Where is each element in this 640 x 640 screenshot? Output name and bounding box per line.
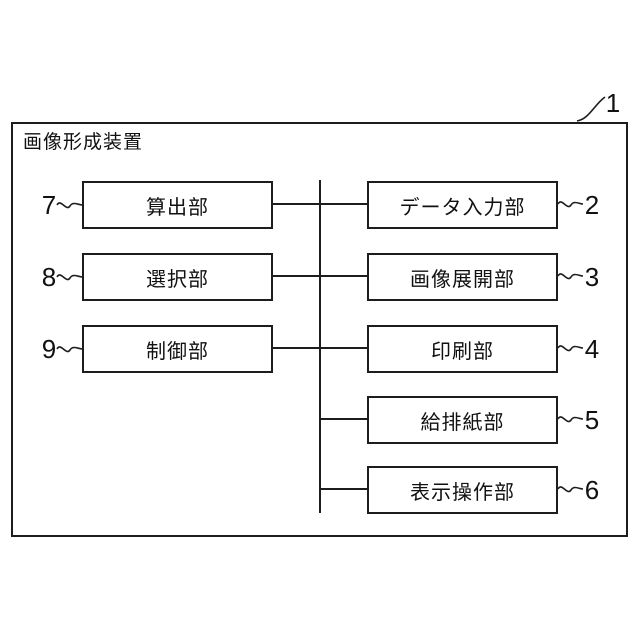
ref-numeral-3: 3 — [584, 262, 600, 292]
ref-numeral-9: 9 — [41, 334, 57, 364]
leader-ref9 — [56, 346, 84, 353]
block-image-rendering-unit: 画像展開部 — [367, 253, 558, 301]
block-control-unit: 制御部 — [82, 325, 273, 373]
ref-numeral-5: 5 — [584, 405, 600, 435]
ref-numeral-8: 8 — [41, 262, 57, 292]
leader-ref4 — [557, 345, 584, 352]
leader-ref1 — [576, 96, 606, 122]
block-label: 選択部 — [146, 268, 209, 291]
block-calculation-unit: 算出部 — [82, 181, 273, 229]
block-data-input-unit: データ入力部 — [367, 181, 558, 229]
block-printing-unit: 印刷部 — [367, 325, 558, 373]
leader-ref2 — [557, 201, 584, 208]
block-selection-unit: 選択部 — [82, 253, 273, 301]
block-display-operation-unit: 表示操作部 — [367, 466, 558, 514]
leader-ref3 — [557, 273, 584, 280]
ref-numeral-2: 2 — [584, 190, 600, 220]
block-label: 画像展開部 — [410, 268, 515, 291]
block-label: 表示操作部 — [410, 481, 515, 504]
apparatus-frame — [11, 122, 628, 537]
block-label: 印刷部 — [431, 340, 494, 363]
block-paper-feed-eject-unit: 給排紙部 — [367, 396, 558, 444]
block-label: データ入力部 — [399, 196, 526, 219]
block-label: 制御部 — [146, 340, 209, 363]
ref-numeral-6: 6 — [584, 475, 600, 505]
apparatus-title: 画像形成装置 — [23, 132, 144, 153]
ref-numeral-7: 7 — [41, 190, 57, 220]
leader-ref5 — [557, 416, 584, 423]
block-label: 算出部 — [146, 196, 209, 219]
block-label: 給排紙部 — [420, 411, 505, 434]
ref-numeral-4: 4 — [584, 334, 600, 364]
leader-ref7 — [56, 202, 84, 209]
ref-numeral-1: 1 — [605, 88, 621, 118]
leader-ref6 — [557, 486, 584, 493]
leader-ref8 — [56, 274, 84, 281]
